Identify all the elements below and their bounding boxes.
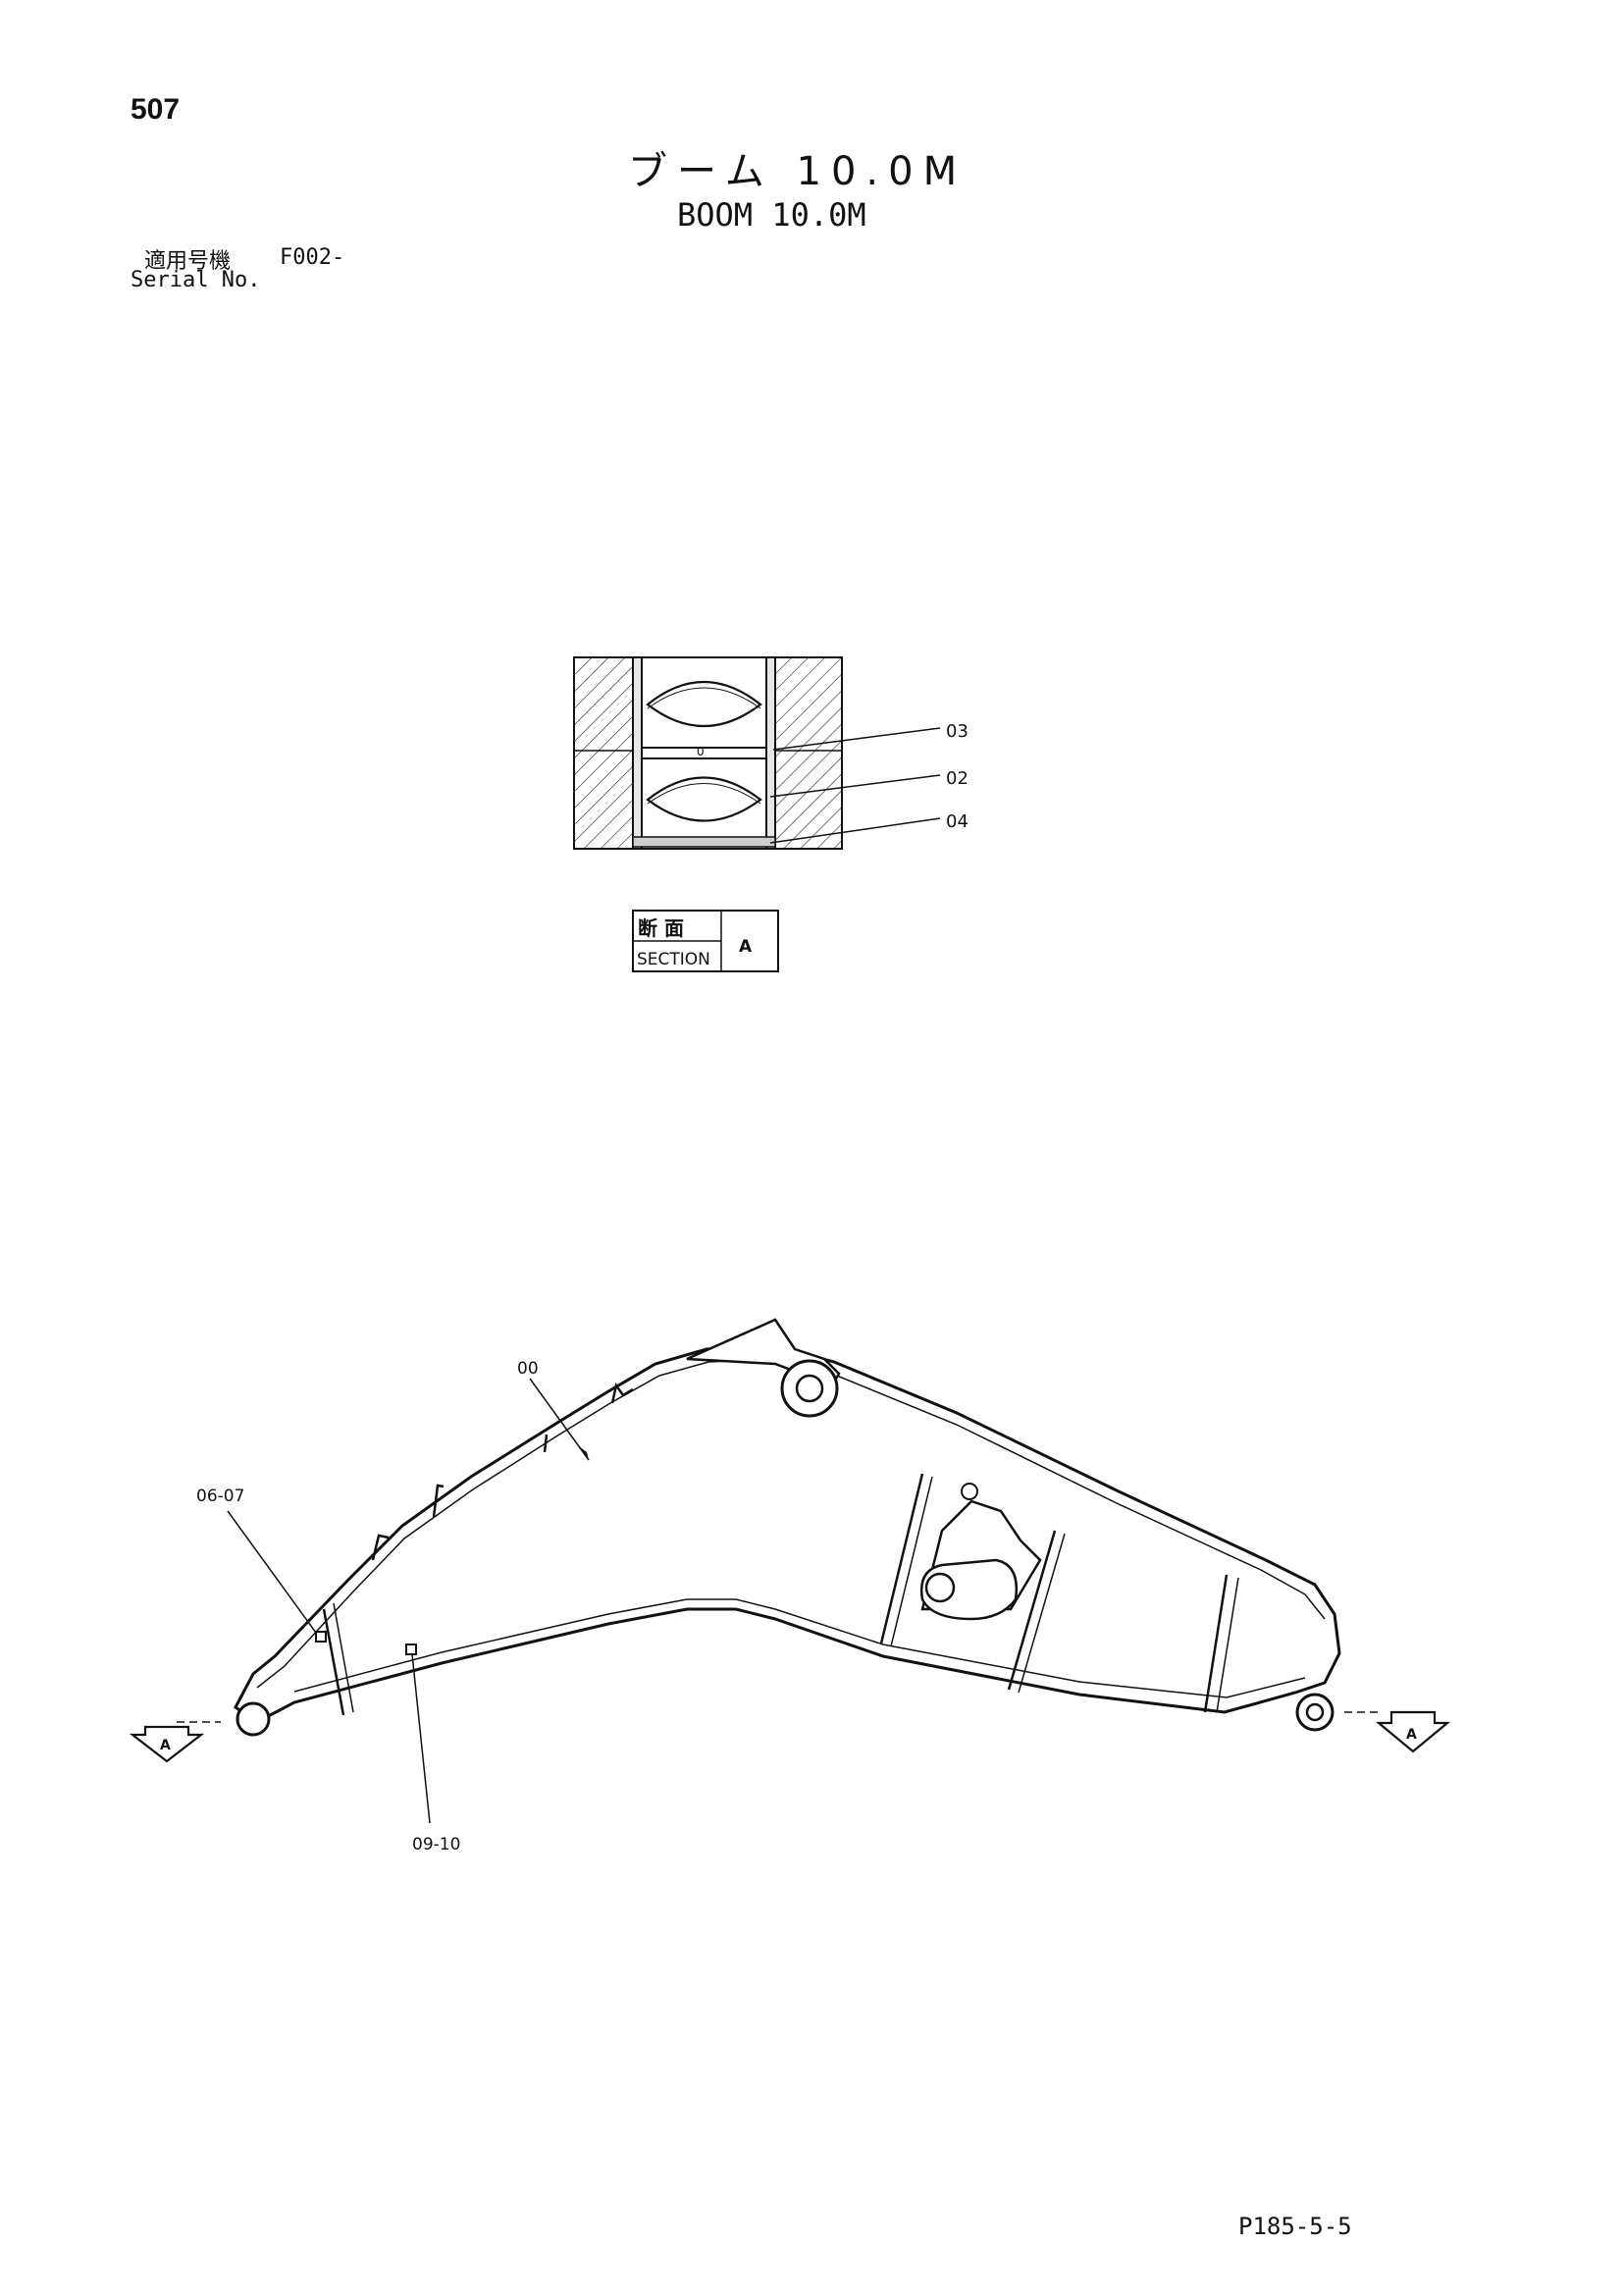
serial-label-jp: 適用号機	[144, 249, 232, 274]
grease-fitting-09-10	[405, 1644, 417, 1655]
housing-right	[774, 656, 843, 850]
foot-eye	[236, 1701, 271, 1737]
section-label-jp: 断 面	[638, 916, 684, 940]
svg-text:A: A	[160, 1738, 171, 1753]
callout-00: 00	[517, 1359, 539, 1379]
serial-label-en: Serial No.	[131, 268, 261, 292]
pin-lens-lower	[646, 776, 762, 822]
page-title-en: BOOM 10.0M	[677, 196, 866, 234]
section-label-en: SECTION	[637, 950, 710, 969]
leader-02	[769, 774, 941, 798]
pin	[641, 656, 767, 850]
boom-outline	[234, 1344, 1341, 1724]
footer-code: P185-5-5	[1238, 2213, 1352, 2240]
svg-text:A: A	[1406, 1727, 1417, 1743]
serial-value: F002-	[280, 245, 345, 270]
boom-view: 00 06-07 09-10 A A	[129, 1318, 1451, 1854]
leader-00	[529, 1378, 590, 1461]
pin-lens-upper	[646, 680, 762, 728]
pin-center-mark: 0	[697, 745, 705, 758]
callout-09-10: 09-10	[412, 1835, 460, 1854]
section-a-label: 断 面 SECTION A	[632, 910, 779, 972]
cylinder-pin-hole	[924, 1572, 956, 1603]
callout-04: 04	[946, 811, 969, 832]
grease-fitting-06-07	[315, 1631, 327, 1643]
callout-02: 02	[946, 768, 969, 789]
callout-06-07: 06-07	[196, 1487, 244, 1506]
tip-eye-inner	[1305, 1702, 1325, 1722]
bushing-left	[632, 656, 643, 850]
section-a-detail: 0 03 02 04	[573, 656, 969, 850]
leader-09-10	[411, 1653, 431, 1824]
section-arrow-right: A	[1344, 1710, 1451, 1753]
housing-left	[573, 656, 634, 850]
page-number: 507	[131, 93, 181, 126]
page-title-jp: ブーム 10.0M	[628, 149, 968, 194]
leader-04	[769, 817, 941, 844]
section-label-letter: A	[739, 937, 753, 957]
leader-06-07	[227, 1510, 317, 1634]
bushing-right	[765, 656, 776, 850]
leader-03	[772, 727, 941, 751]
section-arrow-left: A	[129, 1721, 221, 1763]
callout-03: 03	[946, 721, 969, 742]
top-eye-inner	[795, 1374, 824, 1403]
